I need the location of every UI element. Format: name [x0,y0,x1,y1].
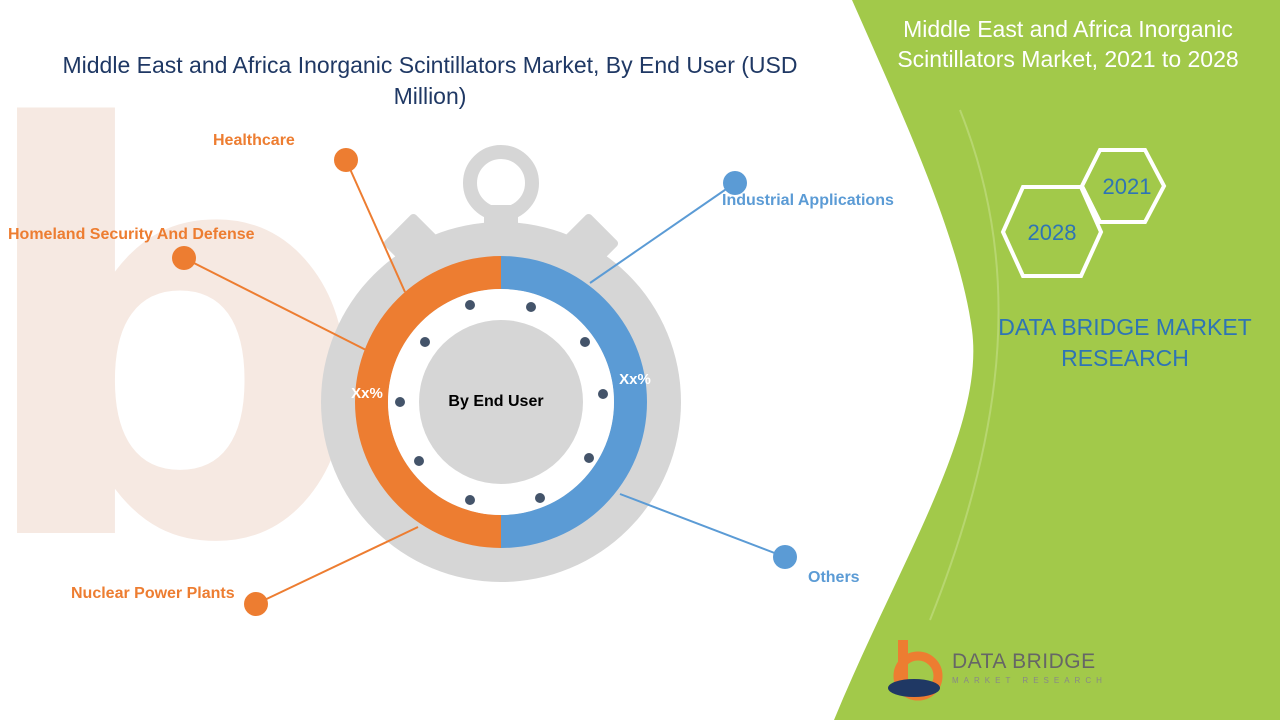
label-industrial: Industrial Applications [722,192,894,209]
face-dot [395,397,405,407]
leader-line-industrial [589,182,736,284]
face-dot [465,495,475,505]
marker-homeland-security [172,246,196,270]
segment-label-blue: Xx% [619,371,651,388]
face-dots [395,300,608,505]
face-dot [420,337,430,347]
segment-orange [355,256,501,548]
logo-tagline: MARKET RESEARCH [952,676,1107,685]
segment-blue [501,256,647,548]
label-others: Others [808,569,860,586]
hexagon-2028 [1000,185,1104,278]
green-panel-highlight [929,109,1000,621]
face-dot [535,493,545,503]
face-dot [580,337,590,347]
brand-name: DATA BRIDGE MARKET RESEARCH [998,314,1252,371]
label-healthcare: Healthcare [213,132,295,149]
chart-title: Middle East and Africa Inorganic Scintil… [62,52,798,109]
marker-healthcare [334,148,358,172]
marker-others [773,545,797,569]
label-nuclear-power: Nuclear Power Plants [71,585,235,602]
marker-industrial [723,171,747,195]
center-hub [419,320,583,484]
leader-line-healthcare [345,159,406,293]
center-label: By End User [448,393,543,410]
marker-nuclear-power [244,592,268,616]
face-dot [526,302,536,312]
label-homeland-security: Homeland Security And Defense [8,226,255,243]
green-panel-shape [834,0,1280,720]
leader-line-others [619,493,786,558]
year-start: 2021 [1103,174,1152,199]
leader-line-homeland [183,257,367,351]
face-dot [598,389,608,399]
side-panel-title: Middle East and Africa Inorganic Scintil… [897,16,1239,72]
leader-line-nuclear [255,526,419,605]
face-dot [414,456,424,466]
year-end: 2028 [1028,220,1077,245]
face-dot [465,300,475,310]
logo-name: DATA BRIDGE [952,650,1096,673]
face-dot [584,453,594,463]
logo-mark-swoosh [888,679,940,697]
segment-label-orange: Xx% [351,385,383,402]
